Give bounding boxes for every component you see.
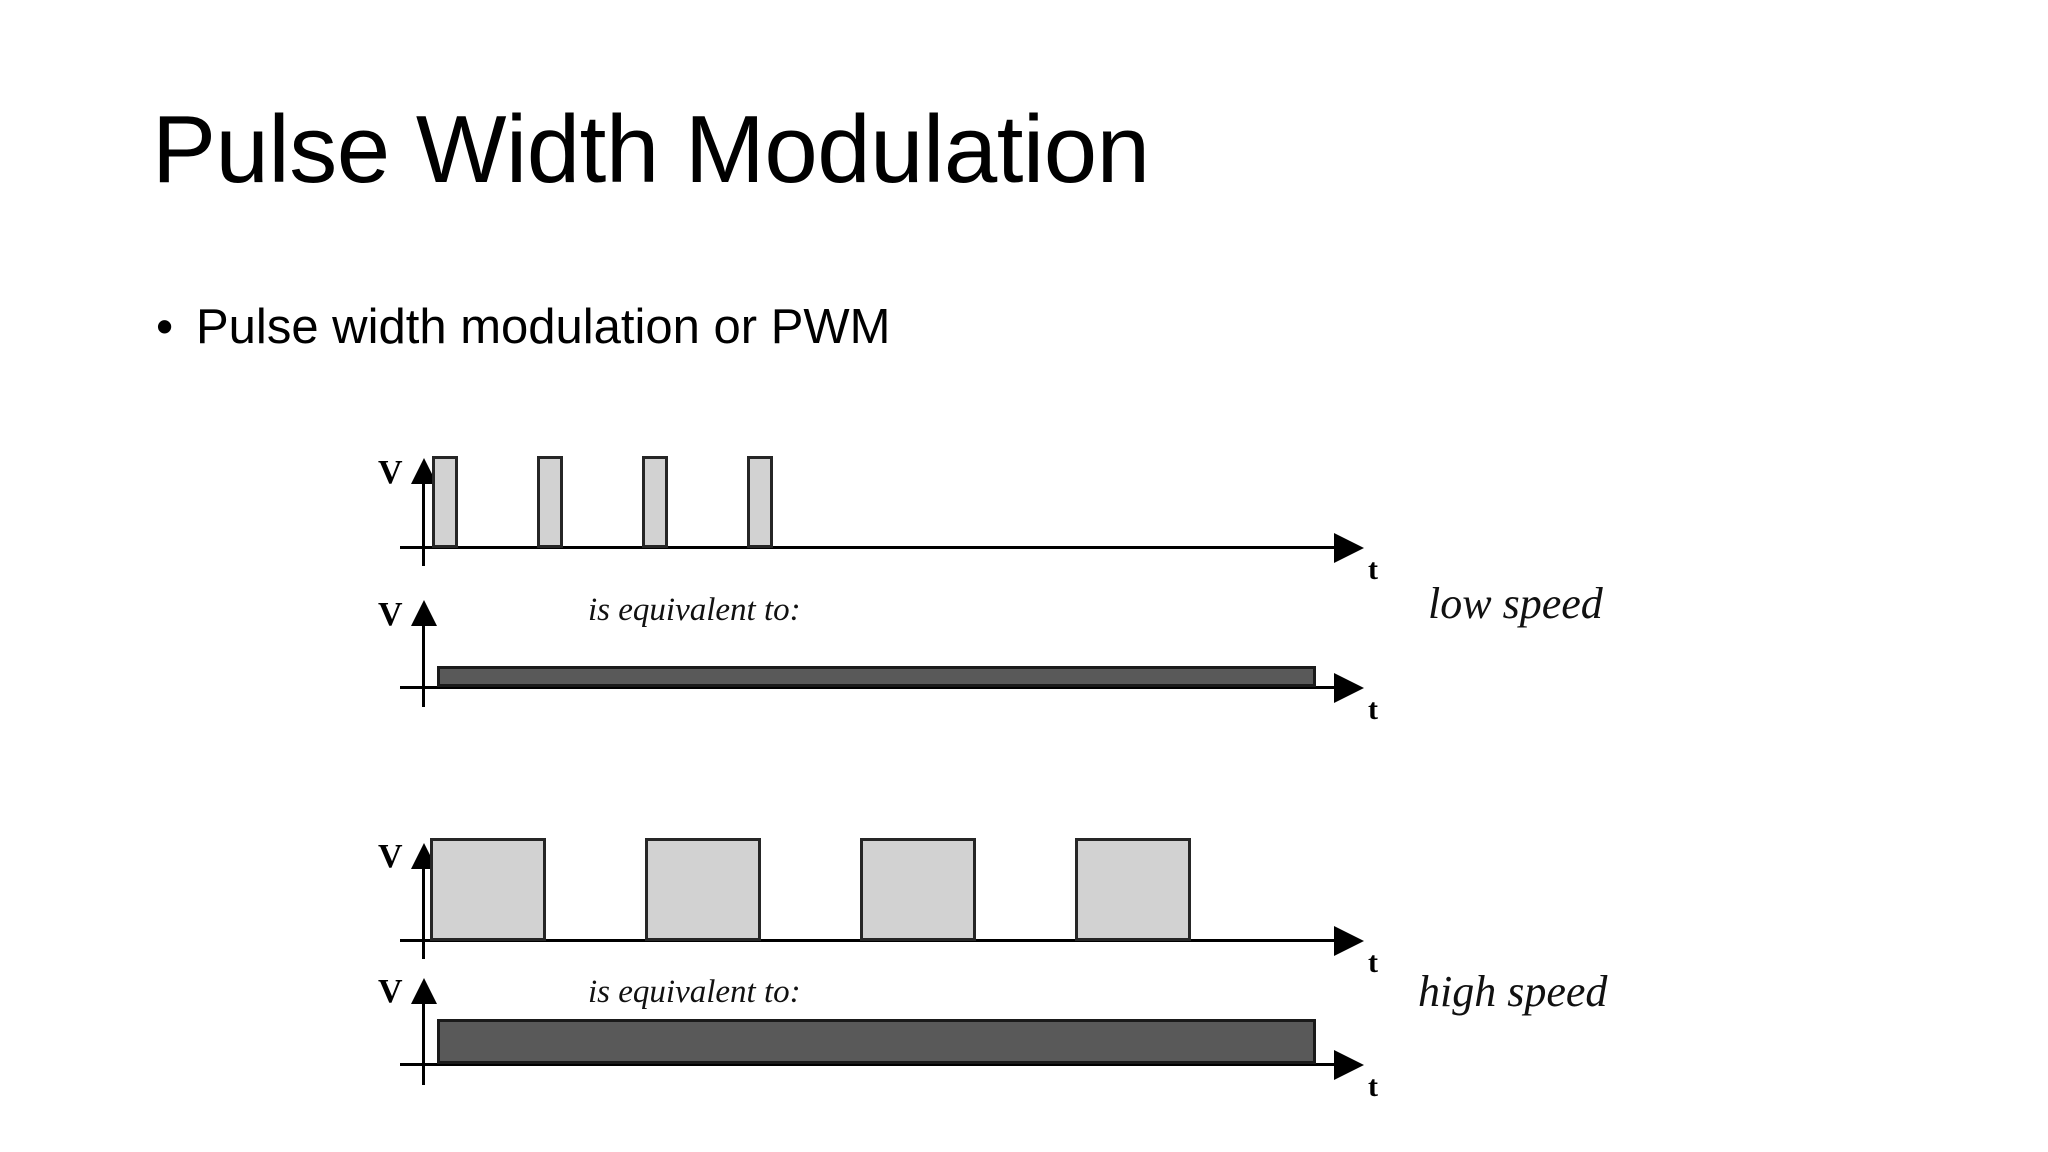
y-axis-line — [422, 867, 425, 959]
x-axis-label-time: t — [1368, 1070, 1378, 1103]
speed-caption-low: low speed — [1428, 579, 1603, 628]
pwm-pulse — [860, 838, 976, 941]
pwm-pulse — [645, 838, 761, 941]
y-axis-line — [422, 624, 425, 707]
bullet-text: Pulse width modulation or PWM — [196, 300, 891, 354]
y-axis-label-voltage: V — [378, 596, 403, 633]
bullet-list: • Pulse width modulation or PWM — [152, 298, 1852, 357]
y-axis-label-voltage: V — [378, 838, 403, 875]
page-title: Pulse Width Modulation — [152, 96, 1150, 203]
y-axis-line — [422, 1002, 425, 1085]
bullet-marker-icon: • — [156, 300, 174, 354]
x-axis-arrow-icon — [1334, 673, 1364, 703]
pwm-pulse — [1075, 838, 1191, 941]
x-axis-line — [400, 686, 1335, 689]
y-axis-line — [422, 482, 425, 566]
x-axis-arrow-icon — [1334, 533, 1364, 563]
x-axis-arrow-icon — [1334, 926, 1364, 956]
pwm-pulse — [747, 456, 773, 548]
y-axis-label-voltage: V — [378, 454, 403, 491]
pwm-pulse — [430, 838, 546, 941]
y-axis-arrow-icon — [411, 978, 437, 1004]
x-axis-label-time: t — [1368, 693, 1378, 726]
list-item: • Pulse width modulation or PWM — [152, 298, 1852, 357]
x-axis-line — [400, 546, 1335, 549]
x-axis-label-time: t — [1368, 946, 1378, 979]
average-voltage-bar — [437, 666, 1316, 687]
y-axis-arrow-icon — [411, 600, 437, 626]
x-axis-arrow-icon — [1334, 1050, 1364, 1080]
x-axis-label-time: t — [1368, 553, 1378, 586]
pwm-pulse — [537, 456, 563, 548]
x-axis-line — [400, 1063, 1335, 1066]
pwm-pulse — [642, 456, 668, 548]
average-voltage-bar — [437, 1019, 1316, 1064]
equivalent-caption: is equivalent to: — [588, 592, 801, 628]
y-axis-label-voltage: V — [378, 973, 403, 1010]
speed-caption-high: high speed — [1418, 967, 1608, 1016]
equivalent-caption: is equivalent to: — [588, 974, 801, 1010]
pwm-pulse — [432, 456, 458, 548]
